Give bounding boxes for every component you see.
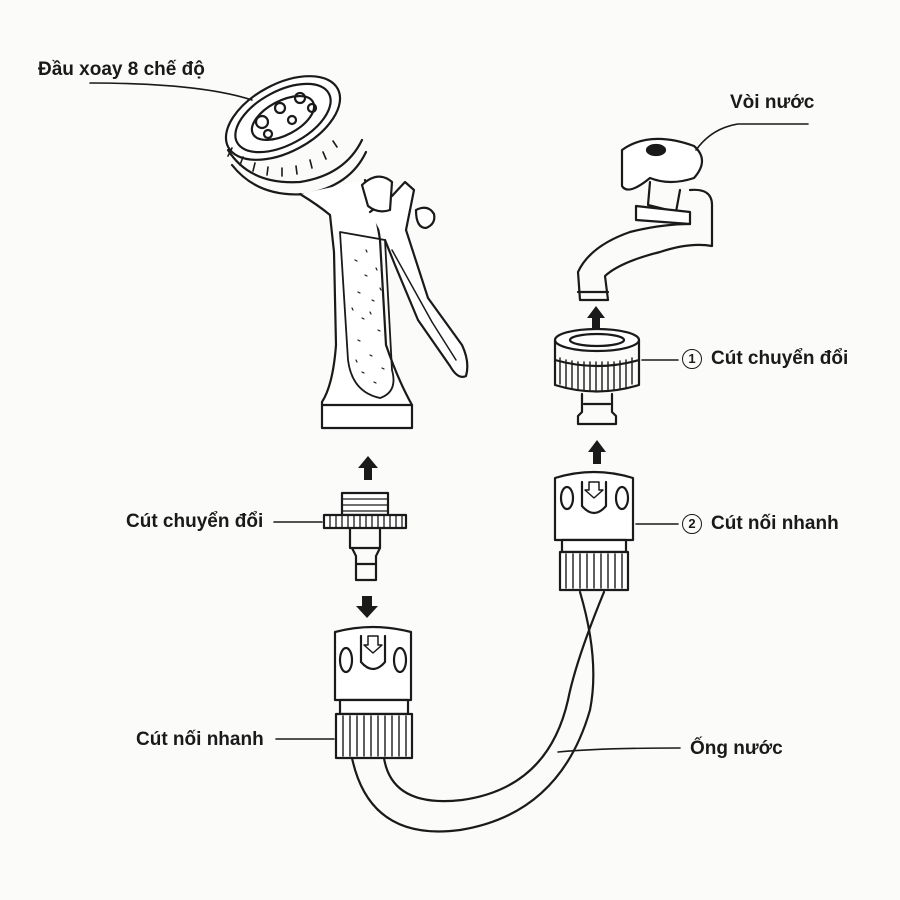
callout-number-1: 1: [682, 349, 702, 369]
up-arrow-icon: [358, 456, 378, 480]
spray-head-dial: [224, 75, 368, 196]
adapter-left-label: Cút chuyển đổi: [126, 511, 264, 532]
quick-connector-right-part: [553, 470, 635, 592]
connector-right-label: Cút nối nhanh: [711, 513, 839, 534]
adapter-right-callout: 1 Cút chuyển đổi: [682, 349, 848, 369]
connector-left-label: Cút nối nhanh: [136, 729, 264, 750]
faucet-tap: [576, 137, 714, 302]
quick-connector-left-part: [333, 625, 414, 760]
up-arrow-icon: [587, 306, 605, 328]
leader-lines: [89, 82, 809, 753]
spray-nozzle-gun: [224, 75, 469, 430]
callout-number-2: 2: [682, 514, 702, 534]
spray-head-label: Đầu xoay 8 chế độ: [38, 59, 205, 80]
down-arrow-icon: [356, 596, 378, 618]
adapter-right-label: Cút chuyển đổi: [711, 348, 849, 369]
hose-label: Ống nước: [690, 738, 783, 759]
connector-right-callout: 2 Cút nối nhanh: [682, 514, 839, 534]
up-arrow-icon: [588, 440, 606, 464]
water-hose: [350, 590, 606, 833]
adapter-left-part: [322, 491, 408, 582]
faucet-label: Vòi nước: [730, 92, 815, 113]
adapter-right-part: [553, 327, 641, 426]
